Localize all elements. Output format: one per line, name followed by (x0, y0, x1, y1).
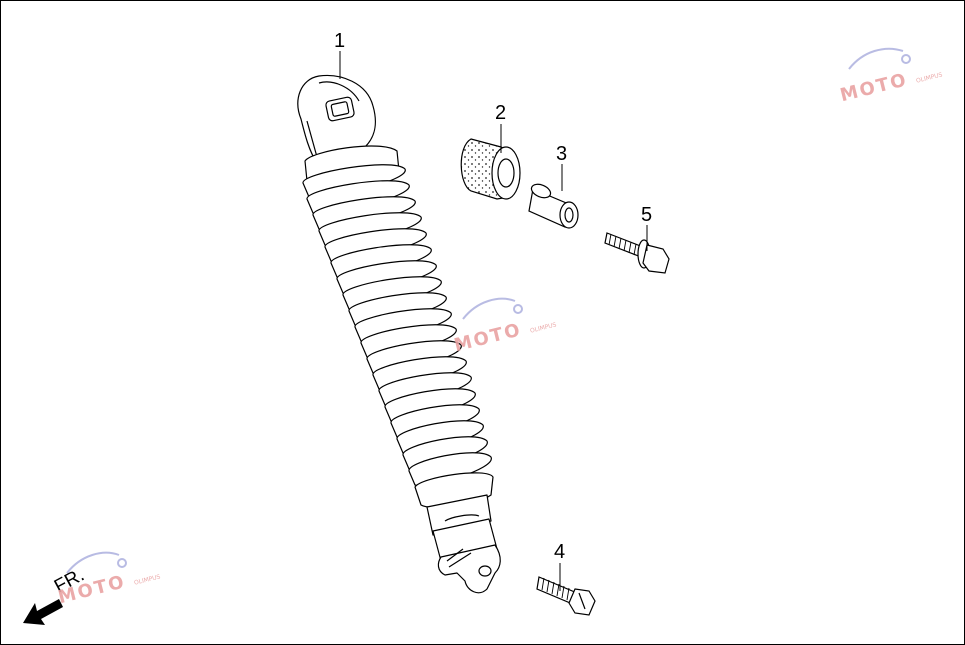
callout-5: 5 (641, 204, 653, 226)
shock-absorber (297, 74, 501, 594)
watermark-logo-graphics (66, 47, 911, 574)
bushing (460, 138, 521, 200)
leader-lines (339, 51, 648, 591)
flange-bolt (604, 232, 670, 274)
front-arrow-icon (23, 599, 63, 625)
hex-bolt (536, 576, 596, 616)
spring-coils (302, 164, 492, 487)
callout-3: 3 (556, 143, 568, 165)
callout-4: 4 (554, 541, 566, 563)
callout-1: 1 (334, 30, 346, 52)
collar-sleeve (528, 183, 579, 229)
callout-2: 2 (495, 102, 507, 124)
